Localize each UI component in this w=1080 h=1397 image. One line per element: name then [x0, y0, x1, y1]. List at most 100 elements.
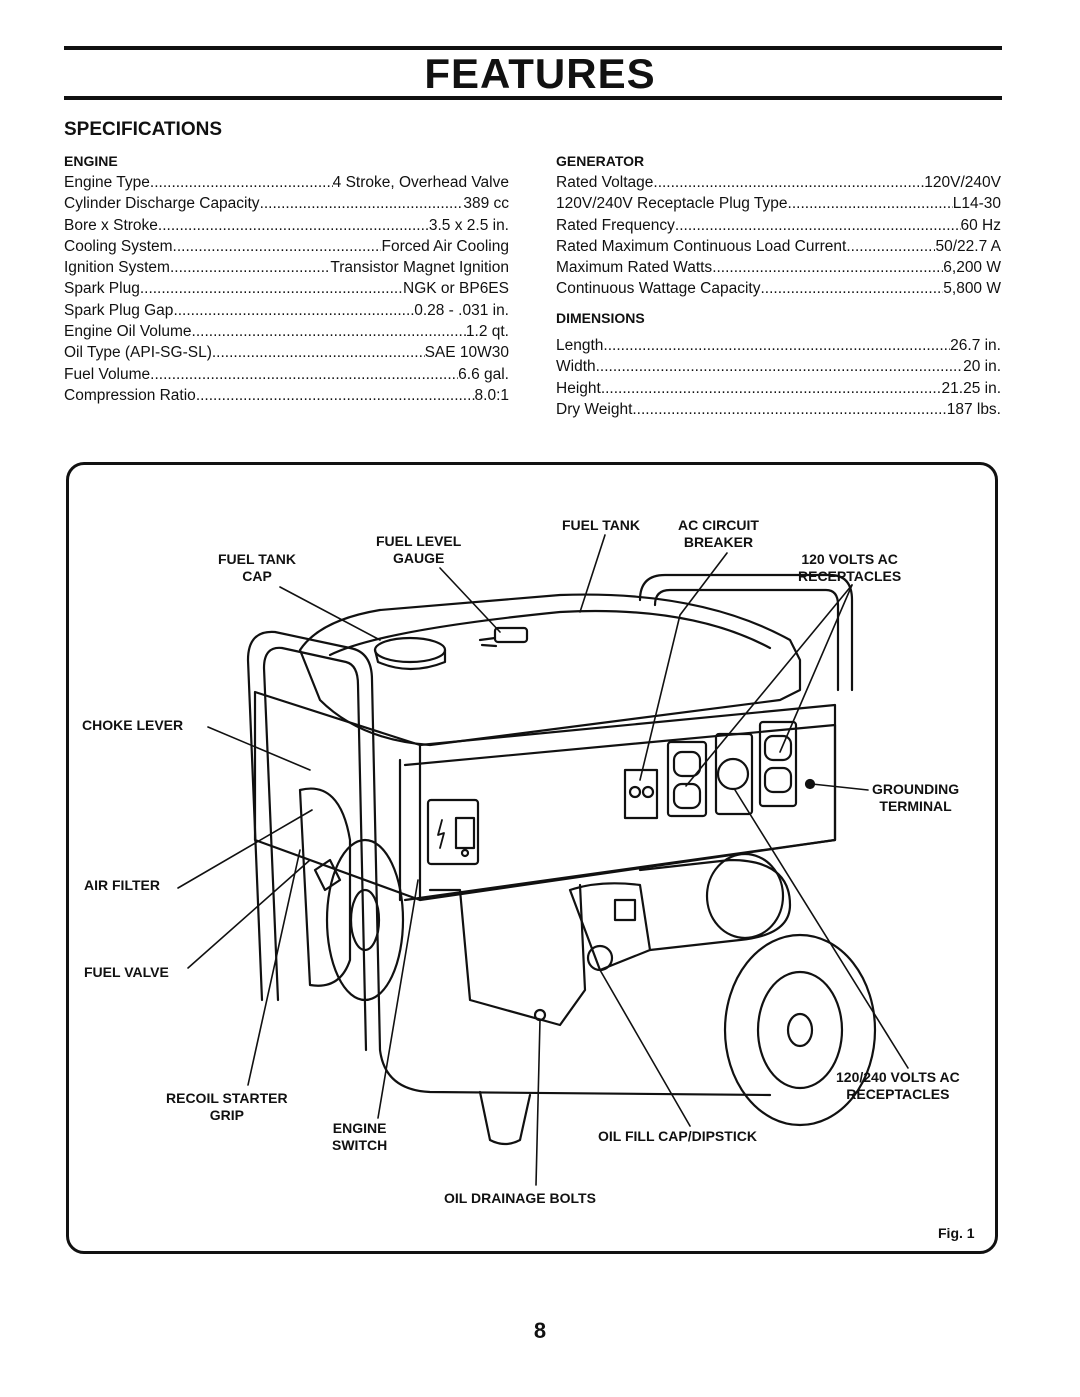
spec-value: SAE 10W30 [424, 344, 509, 362]
spec-label: Cooling System [64, 237, 173, 255]
top-rule [64, 46, 1002, 50]
spec-value: Transistor Magnet Ignition [330, 259, 509, 277]
spec-row: Dry Weight 187 lbs. [556, 399, 1001, 420]
spec-label: Spark Plug Gap [64, 301, 174, 319]
generator-body [253, 690, 837, 902]
title-underline [64, 96, 1002, 100]
spec-row: Fuel Volume6.6 gal. [64, 364, 509, 385]
spec-value: 3.5 x 2.5 in. [428, 216, 509, 234]
callout-choke-lever: CHOKE LEVER [82, 717, 184, 733]
fuel-tank-top [328, 609, 772, 657]
spec-value: L14-30 [952, 195, 1001, 213]
outlet-plate-a [666, 740, 708, 818]
spec-value: 26.7 in. [950, 337, 1001, 354]
spec-label: Compression Ratio [64, 386, 196, 404]
alternator-end [705, 852, 785, 940]
spec-label: Spark Plug [64, 280, 140, 298]
spec-value: NGK or BP6ES [403, 280, 509, 298]
fuel-level-gauge [493, 626, 529, 644]
spec-label: Width [556, 358, 596, 376]
spec-value: 389 cc [463, 195, 509, 213]
spec-row: Rated Voltage120V/240V [556, 172, 1001, 193]
spec-row: Maximum Rated Watts6,200 W [556, 257, 1001, 278]
spec-label: 120V/240V Receptacle Plug Type [556, 195, 788, 213]
spec-row: Engine Oil Volume1.2 qt. [64, 321, 509, 342]
spec-row: Width 20 in. [556, 356, 1001, 377]
leader-fuel-tank [579, 534, 606, 613]
spec-value: 50/22.7 A [935, 237, 1001, 255]
alternator [638, 858, 792, 952]
spec-label: Cylinder Discharge Capacity [64, 195, 260, 213]
spec-value: 6,200 W [943, 259, 1001, 277]
spec-row: Rated Frequency60 Hz [556, 215, 1001, 236]
spec-label: Bore x Stroke [64, 216, 158, 234]
spec-label: Ignition System [64, 259, 170, 277]
specifications-heading: SPECIFICATIONS [64, 119, 222, 140]
breaker-plate [623, 768, 659, 820]
spec-row: Bore x Stroke 3.5 x 2.5 in. [64, 215, 509, 236]
frame-tube [246, 630, 772, 1097]
leader-fuel-level-gauge [439, 567, 501, 633]
spec-row: Height21.25 in. [556, 378, 1001, 399]
callout-120v-receptacles: 120 VOLTS AC RECEPTACLES [798, 551, 902, 584]
outlet-a2 [672, 782, 702, 810]
spec-value: 187 lbs. [946, 400, 1001, 418]
frame-tube-right-inner [653, 588, 840, 692]
leader-120v-a [685, 584, 853, 787]
spec-row: Rated Maximum Continuous Load Current50/… [556, 236, 1001, 257]
callout-120-240v-receptacles: 120/240 VOLTS AC RECEPTACLES [836, 1069, 960, 1102]
spec-label: Continuous Wattage Capacity [556, 280, 761, 298]
engine-switch-box [426, 798, 480, 866]
spec-row: Compression Ratio 8.0:1 [64, 385, 509, 406]
fuel-tank-cap-side [373, 648, 447, 671]
leader-air-filter [177, 809, 313, 889]
callout-grounding-terminal: GROUNDING TERMINAL [872, 781, 960, 814]
spec-row: Engine Type4 Stroke, Overhead Valve [64, 172, 509, 193]
callout-engine-switch: ENGINE SWITCH [332, 1120, 388, 1153]
spec-value: 20 in. [963, 358, 1001, 376]
leader-grounding [811, 783, 869, 791]
callout-ac-circuit-breaker: AC CIRCUIT BREAKER [678, 517, 759, 550]
leader-recoil [247, 849, 301, 1086]
leader-120-240 [734, 789, 909, 1069]
alternator-label [613, 898, 637, 922]
front-foot [478, 1090, 532, 1146]
dimensions-heading: DIMENSIONS [556, 310, 645, 326]
air-filter [298, 787, 352, 987]
recoil-starter [325, 838, 405, 1002]
spec-value: 8.0:1 [474, 386, 509, 404]
callout-fuel-level-gauge: FUEL LEVEL GAUGE [376, 533, 462, 566]
engine-rows: Engine Type4 Stroke, Overhead ValveCylin… [64, 172, 509, 406]
outlet-b2 [763, 766, 793, 794]
leader-engine-switch [377, 879, 419, 1119]
spec-row: Spark Plug Gap0.28 - .031 in. [64, 300, 509, 321]
spec-value: 120V/240V [924, 174, 1001, 191]
oil-fill-cap [586, 944, 614, 972]
callout-fuel-tank: FUEL TANK [562, 517, 641, 533]
dimensions-specs: DIMENSIONS Length26.7 in.Width20 in.Heig… [556, 307, 1001, 420]
generator-rows: Rated Voltage120V/240V 120V/240V Receptac… [556, 172, 1001, 300]
page-number: 8 [533, 1318, 547, 1343]
page-title: FEATURES [424, 50, 656, 97]
wheel-hub [786, 1012, 814, 1048]
fuel-gauge-line [478, 636, 498, 648]
figure-label: Fig. 1 [938, 1225, 975, 1241]
body-panel-line [398, 743, 422, 902]
callout-oil-drainage-bolts: OIL DRAINAGE BOLTS [444, 1190, 596, 1206]
outlet-a1 [672, 750, 702, 778]
panel-outline [403, 723, 837, 902]
frame-tube-inner [262, 646, 368, 1052]
spec-label: Engine Type [64, 174, 150, 191]
spec-row: Ignition System Transistor Magnet Ignitio… [64, 257, 509, 278]
fuel-tank-cap [373, 636, 447, 664]
spec-label: Dry Weight [556, 400, 633, 418]
figure-frame [66, 462, 998, 1254]
leader-oil-drain [535, 1019, 541, 1186]
spec-row: Oil Type (API-SG-SL) SAE 10W30 [64, 342, 509, 363]
spec-row: Cylinder Discharge Capacity 389 cc [64, 193, 509, 214]
spec-value: Forced Air Cooling [381, 237, 509, 255]
outlet-plate-b [758, 720, 798, 808]
engine-block [428, 883, 587, 1027]
spec-label: Oil Type (API-SG-SL) [64, 344, 212, 362]
